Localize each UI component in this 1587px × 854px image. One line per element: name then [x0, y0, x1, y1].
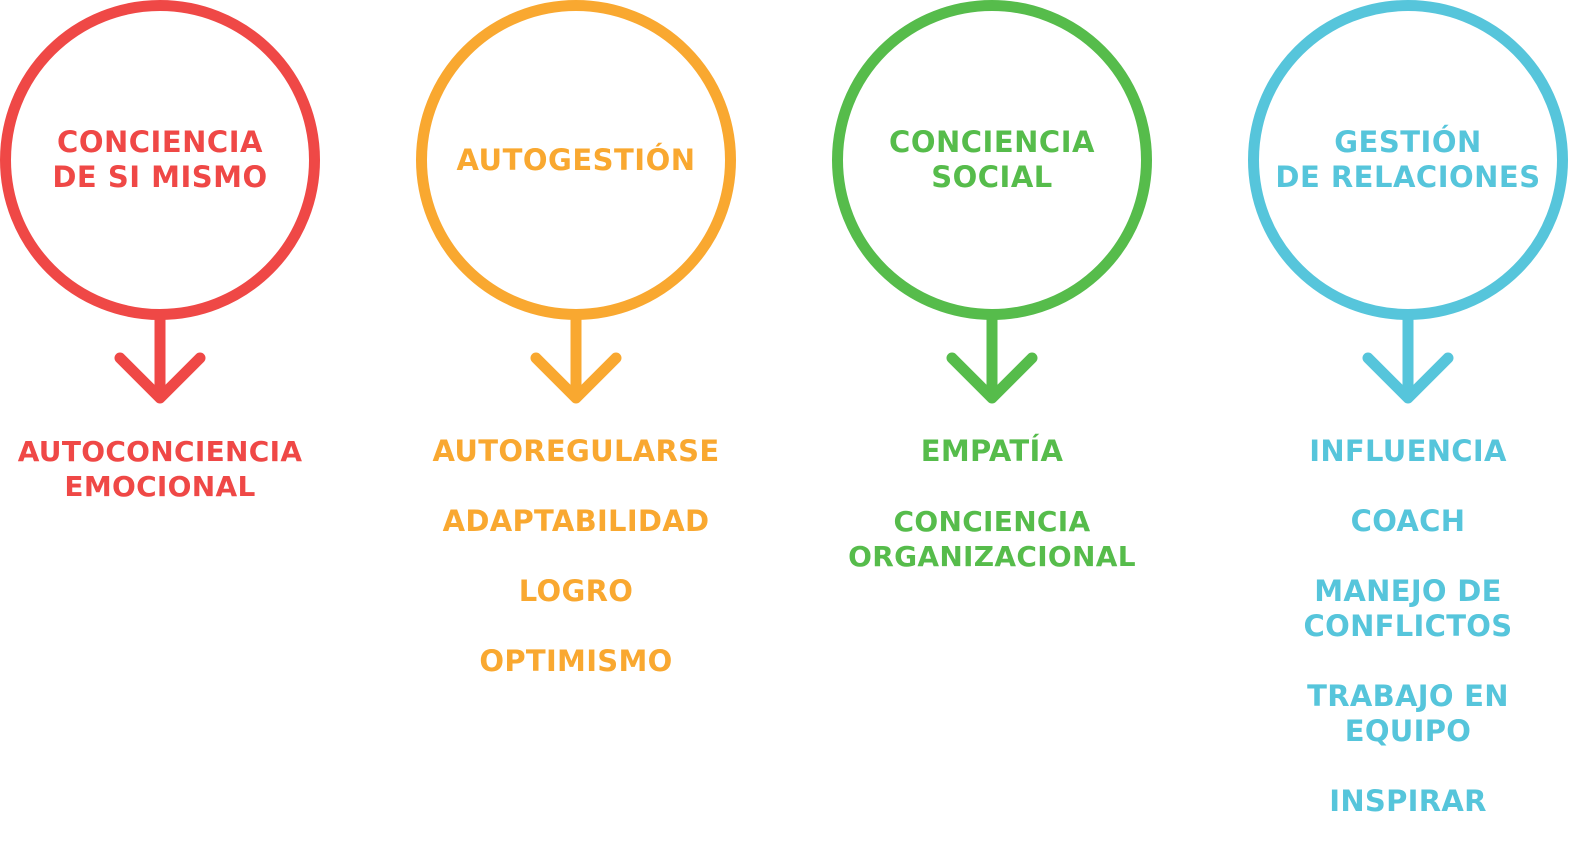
- competency-item: COACH: [1350, 504, 1466, 538]
- competency-item: AUTOREGULARSE: [432, 434, 720, 468]
- arrow-down-icon: [530, 312, 622, 404]
- category-circle: CONCIENCIA DE SI MISMO: [0, 0, 320, 320]
- category-circle: CONCIENCIA SOCIAL: [832, 0, 1152, 320]
- competency-item: ADAPTABILIDAD: [442, 504, 710, 538]
- competency-item: AUTOCONCIENCIA EMOCIONAL: [17, 435, 303, 503]
- competency-list: AUTOREGULARSE ADAPTABILIDAD LOGRO OPTIMI…: [386, 434, 766, 714]
- competency-item: EMPATÍA: [920, 434, 1064, 468]
- column-conciencia-social: CONCIENCIA SOCIAL EMPATÍA CONCIENCIA ORG…: [802, 0, 1182, 822]
- competency-list: AUTOCONCIENCIA EMOCIONAL: [0, 434, 350, 539]
- competency-item: LOGRO: [518, 574, 634, 608]
- column-conciencia-de-si-mismo: CONCIENCIA DE SI MISMO AUTOCONCIENCIA EM…: [0, 0, 350, 822]
- column-gestion-de-relaciones: GESTIÓN DE RELACIONES INFLUENCIA COACH M…: [1218, 0, 1587, 822]
- column-autogestion: AUTOGESTIÓN AUTOREGULARSE ADAPTABILIDAD …: [386, 0, 766, 822]
- arrow-down-icon: [1362, 312, 1454, 404]
- competency-list: INFLUENCIA COACH MANEJO DE CONFLICTOS TR…: [1218, 434, 1587, 854]
- competency-item: TRABAJO EN EQUIPO: [1307, 679, 1509, 748]
- category-circle: AUTOGESTIÓN: [416, 0, 736, 320]
- competency-list: EMPATÍA CONCIENCIA ORGANIZACIONAL: [802, 434, 1182, 609]
- competency-item: MANEJO DE CONFLICTOS: [1303, 574, 1513, 643]
- arrow-down-icon: [114, 312, 206, 404]
- competency-item: INFLUENCIA: [1309, 434, 1507, 468]
- competency-item: CONCIENCIA ORGANIZACIONAL: [848, 505, 1136, 573]
- category-title: AUTOGESTIÓN: [456, 142, 696, 177]
- category-title: CONCIENCIA SOCIAL: [889, 125, 1095, 194]
- category-title: CONCIENCIA DE SI MISMO: [52, 125, 268, 194]
- competency-item: OPTIMISMO: [479, 644, 673, 678]
- category-circle: GESTIÓN DE RELACIONES: [1248, 0, 1568, 320]
- arrow-down-icon: [946, 312, 1038, 404]
- competency-item: INSPIRAR: [1329, 784, 1487, 818]
- category-title: GESTIÓN DE RELACIONES: [1275, 125, 1541, 194]
